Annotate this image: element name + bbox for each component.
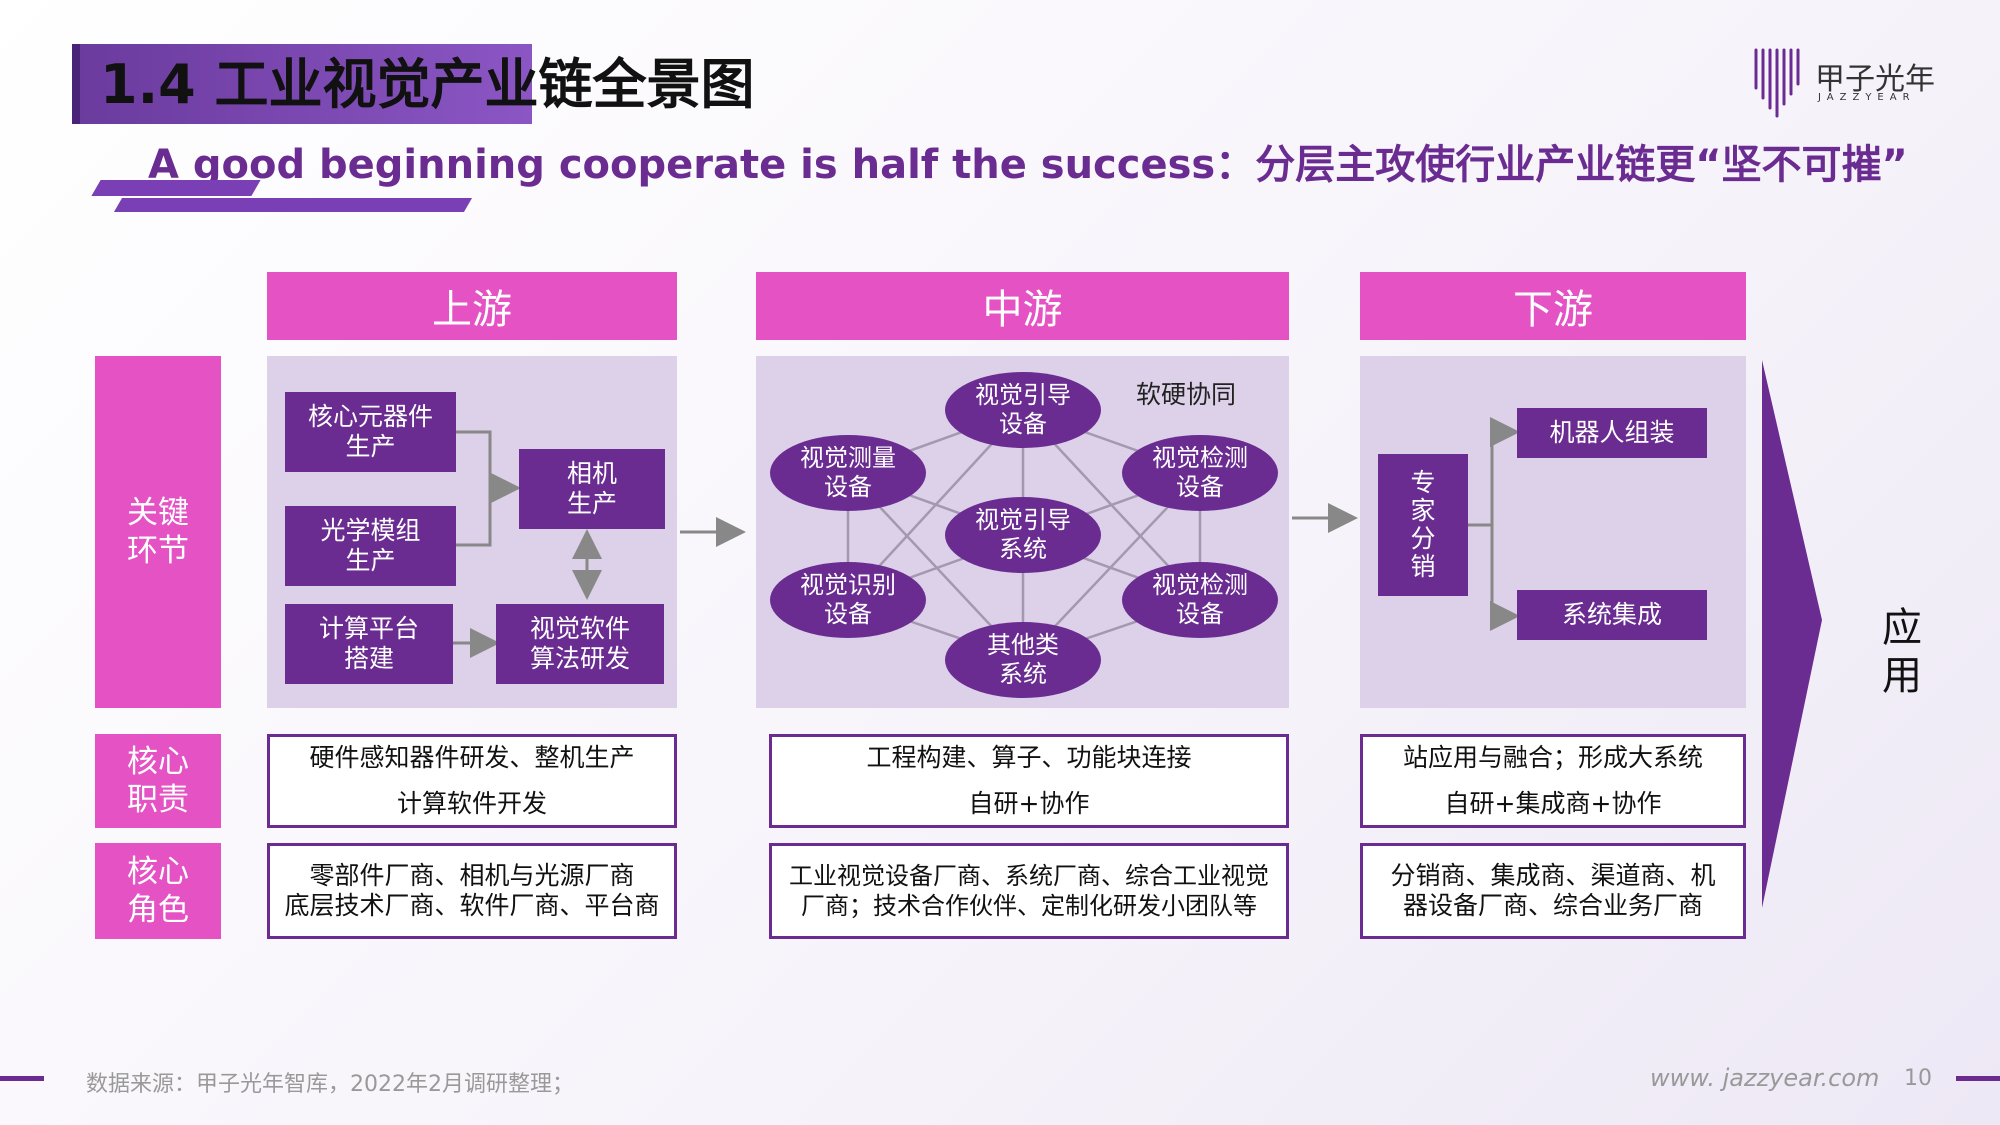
logo-name-cn: 甲子光年: [1815, 62, 1935, 97]
role-text: 零部件厂商、相机与光源厂商: [309, 861, 635, 890]
footer-accent-line: [0, 1076, 44, 1081]
stage-header-midstream: 中游: [756, 272, 1289, 340]
role-text: 厂商；技术合作伙伴、定制化研发小团队等: [801, 892, 1257, 920]
role-text: 器设备厂商、综合业务厂商: [1402, 891, 1703, 920]
duty-box-midstream: 工程构建、算子、功能块连接 自研+协作: [769, 734, 1289, 828]
duty-text: 自研+协作: [968, 789, 1090, 818]
ellipse-guide-system: 视觉引导 系统: [945, 497, 1101, 573]
box-vision-software: 视觉软件 算法研发: [496, 604, 664, 684]
box-camera: 相机 生产: [519, 449, 665, 529]
page-number: 10: [1904, 1066, 1932, 1091]
stage-header-upstream: 上游: [267, 272, 677, 340]
row-label-core-roles: 核心 角色: [95, 843, 221, 939]
application-arrow: [1762, 360, 1822, 908]
role-box-downstream: 分销商、集成商、渠道商、机 器设备厂商、综合业务厂商: [1360, 843, 1746, 939]
duty-text: 站应用与融合；形成大系统: [1402, 743, 1703, 772]
ellipse-other-system: 其他类 系统: [945, 622, 1101, 698]
role-text: 工业视觉设备厂商、系统厂商、综合工业视觉: [789, 862, 1269, 890]
duty-text: 计算软件开发: [396, 789, 547, 818]
ellipse-recognition-device: 视觉识别 设备: [770, 562, 926, 638]
page-title: 1.4 工业视觉产业链全景图: [100, 53, 755, 116]
application-label: 应 用: [1882, 605, 1922, 699]
footer-source: 数据来源：甲子光年智库，2022年2月调研整理；: [86, 1072, 574, 1097]
jazzyear-logo-icon: [1754, 48, 1800, 118]
ellipse-detect-device-top: 视觉检测 设备: [1122, 435, 1278, 511]
ellipse-measure-device: 视觉测量 设备: [770, 435, 926, 511]
ellipse-detect-device-bottom: 视觉检测 设备: [1122, 562, 1278, 638]
box-computing-platform: 计算平台 搭建: [285, 604, 453, 684]
box-core-components: 核心元器件 生产: [285, 392, 456, 472]
duty-text: 硬件感知器件研发、整机生产: [309, 743, 635, 772]
ellipse-guide-device: 视觉引导 设备: [945, 372, 1101, 448]
footer-url[interactable]: www. jazzyear.com: [1650, 1064, 1880, 1092]
role-text: 底层技术厂商、软件厂商、平台商: [284, 891, 660, 920]
collab-label: 软硬协同: [1136, 380, 1237, 409]
box-expert-distribution: 专 家 分 销: [1378, 454, 1468, 596]
role-box-midstream: 工业视觉设备厂商、系统厂商、综合工业视觉 厂商；技术合作伙伴、定制化研发小团队等: [769, 843, 1289, 939]
role-text: 分销商、集成商、渠道商、机: [1390, 861, 1716, 890]
row-label-core-duties: 核心 职责: [95, 734, 221, 828]
duty-box-downstream: 站应用与融合；形成大系统 自研+集成商+协作: [1360, 734, 1746, 828]
duty-text: 自研+集成商+协作: [1444, 789, 1662, 818]
duty-text: 工程构建、算子、功能块连接: [866, 743, 1192, 772]
footer-accent-line: [1956, 1076, 2000, 1081]
logo-name-en: JAZZYEAR: [1818, 92, 1916, 103]
box-optical-module: 光学模组 生产: [285, 506, 456, 586]
role-box-upstream: 零部件厂商、相机与光源厂商 底层技术厂商、软件厂商、平台商: [267, 843, 677, 939]
row-label-key-links: 关键 环节: [95, 356, 221, 708]
duty-box-upstream: 硬件感知器件研发、整机生产 计算软件开发: [267, 734, 677, 828]
title-accent-bar: [72, 44, 532, 124]
stage-header-downstream: 下游: [1360, 272, 1746, 340]
page-subtitle: A good beginning cooperate is half the s…: [148, 142, 1908, 188]
box-system-integration: 系统集成: [1517, 590, 1707, 640]
box-robot-assembly: 机器人组装: [1517, 408, 1707, 458]
